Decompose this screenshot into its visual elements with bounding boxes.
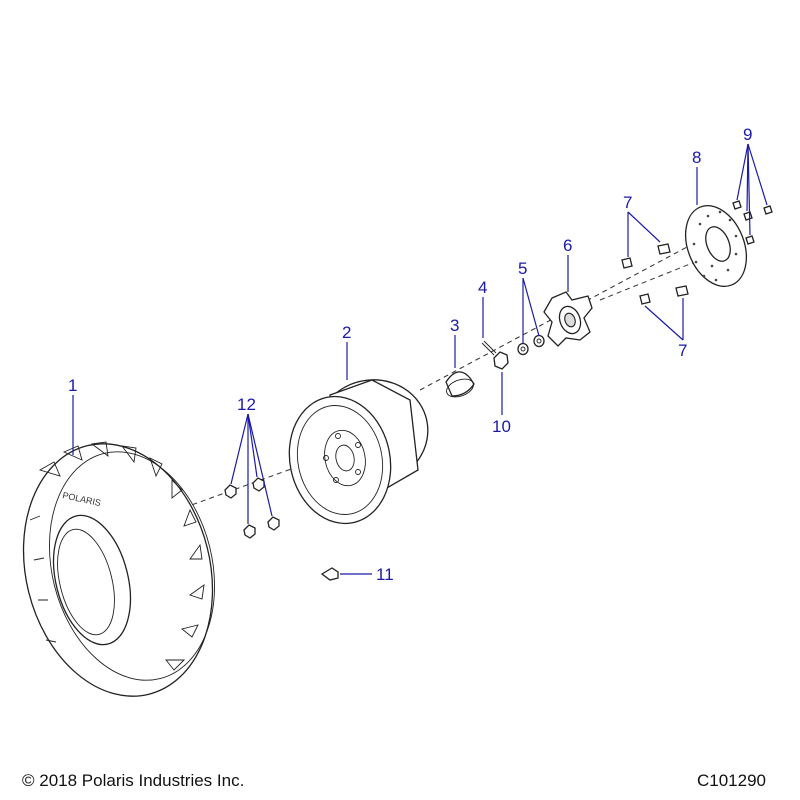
hub-cap <box>445 371 475 398</box>
callout-5: 5 <box>518 259 527 278</box>
castle-nut <box>493 351 509 370</box>
wheel-rim <box>288 379 429 525</box>
brake-disc <box>684 205 748 287</box>
callout-7-bottom: 7 <box>678 341 687 360</box>
diagram-code: C101290 <box>696 771 766 790</box>
callout-11: 11 <box>376 565 394 584</box>
callout-9: 9 <box>743 125 752 144</box>
callout-10: 10 <box>492 417 511 436</box>
callout-8: 8 <box>692 148 701 167</box>
leader-lines <box>72 143 768 575</box>
wheel-hub <box>543 291 593 347</box>
callout-1: 1 <box>68 376 77 395</box>
callout-2: 2 <box>342 323 351 342</box>
callout-labels: 1 2 3 4 5 6 7 7 8 9 10 11 12 <box>68 125 752 584</box>
washers <box>517 334 545 356</box>
disc-screws <box>732 200 773 245</box>
copyright-notice: © 2018 Polaris Industries Inc. <box>22 771 245 790</box>
valve-stem <box>320 567 339 581</box>
callout-3: 3 <box>450 316 459 335</box>
lug-nuts <box>224 477 280 539</box>
tire: POLARIS <box>22 441 215 697</box>
cotter-pin <box>481 340 497 356</box>
wheel-studs <box>621 243 689 305</box>
callout-12: 12 <box>237 395 256 414</box>
callout-6: 6 <box>563 236 572 255</box>
callout-4: 4 <box>478 278 487 297</box>
callout-7-top: 7 <box>623 193 632 212</box>
